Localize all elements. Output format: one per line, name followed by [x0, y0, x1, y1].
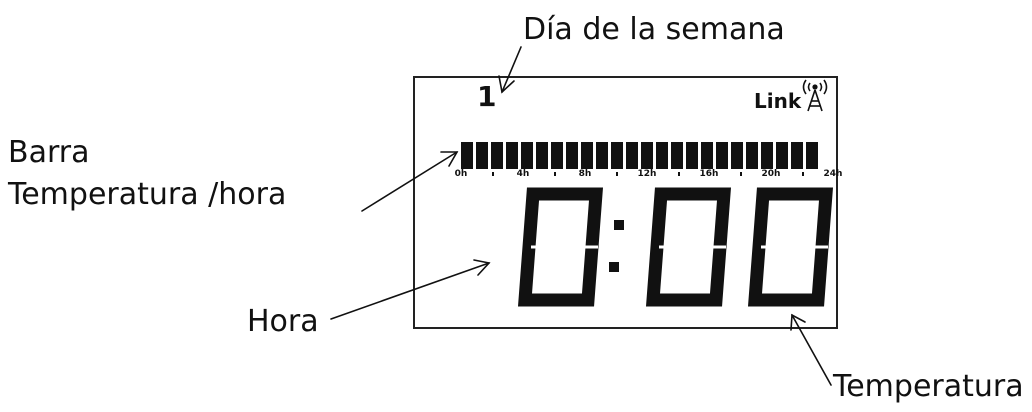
- hour-bar-segment: [506, 142, 518, 169]
- hour-bar-segment: [491, 142, 503, 169]
- temperature-hour-bar: [461, 142, 818, 169]
- hour-scale-label: 24h: [823, 169, 843, 179]
- hour-bar-segment: [716, 142, 728, 169]
- hour-bar-segment: [566, 142, 578, 169]
- bar-label-line1: Barra: [8, 135, 90, 170]
- hour-bar-segment: [476, 142, 488, 169]
- day-of-week-label: Día de la semana: [523, 12, 785, 47]
- hour-scale-tick: [616, 172, 618, 176]
- digit-0-second: [645, 187, 732, 307]
- hour-bar-segment: [551, 142, 563, 169]
- hour-bar-segment: [731, 142, 743, 169]
- hour-label: Hora: [247, 304, 319, 339]
- hour-bar-segment: [701, 142, 713, 169]
- hour-bar-segment: [791, 142, 803, 169]
- hour-bar-segment: [641, 142, 653, 169]
- hour-bar-segment: [761, 142, 773, 169]
- hour-scale-tick: [678, 172, 680, 176]
- hour-bar-segment: [656, 142, 668, 169]
- hour-scale-tick: [492, 172, 494, 176]
- moon-icon: [771, 306, 782, 328]
- bar-arrow: [361, 151, 459, 212]
- hour-scale-label: 20h: [761, 169, 781, 179]
- digit-0: [517, 187, 604, 307]
- link-text: Link: [754, 89, 802, 113]
- hour-scale-tick: [802, 172, 804, 176]
- temperature-arrow: [790, 313, 832, 386]
- time-display-digits: [517, 187, 834, 307]
- day-number: 1: [477, 80, 497, 113]
- hour-scale-label: 0h: [454, 169, 468, 179]
- digit-0-third: [747, 187, 834, 307]
- hour-bar-segment: [611, 142, 623, 169]
- hour-arrow: [330, 259, 491, 320]
- hour-bar-segment: [806, 142, 818, 169]
- hour-scale-tick: [740, 172, 742, 176]
- temperature-label: Temperatura: [833, 369, 1024, 404]
- day-arrow: [498, 46, 522, 94]
- hour-scale-label: 16h: [699, 169, 719, 179]
- hour-bar-segment: [461, 142, 473, 169]
- hour-scale-label: 12h: [637, 169, 657, 179]
- antenna-icon: [802, 79, 828, 112]
- hour-bar-segment: [596, 142, 608, 169]
- hour-bar-segment: [536, 142, 548, 169]
- hour-bar-segment: [776, 142, 788, 169]
- hour-scale-tick: [554, 172, 556, 176]
- time-colon: [609, 220, 624, 272]
- hour-bar-segment: [626, 142, 638, 169]
- hour-bar-segment: [581, 142, 593, 169]
- hour-bar-segment: [686, 142, 698, 169]
- hour-bar-segment: [671, 142, 683, 169]
- hour-bar-segment: [746, 142, 758, 169]
- hour-bar-segment: [521, 142, 533, 169]
- hour-scale-label: 4h: [516, 169, 530, 179]
- hour-scale-label: 8h: [578, 169, 592, 179]
- bar-label-line2: Temperatura /hora: [8, 177, 287, 212]
